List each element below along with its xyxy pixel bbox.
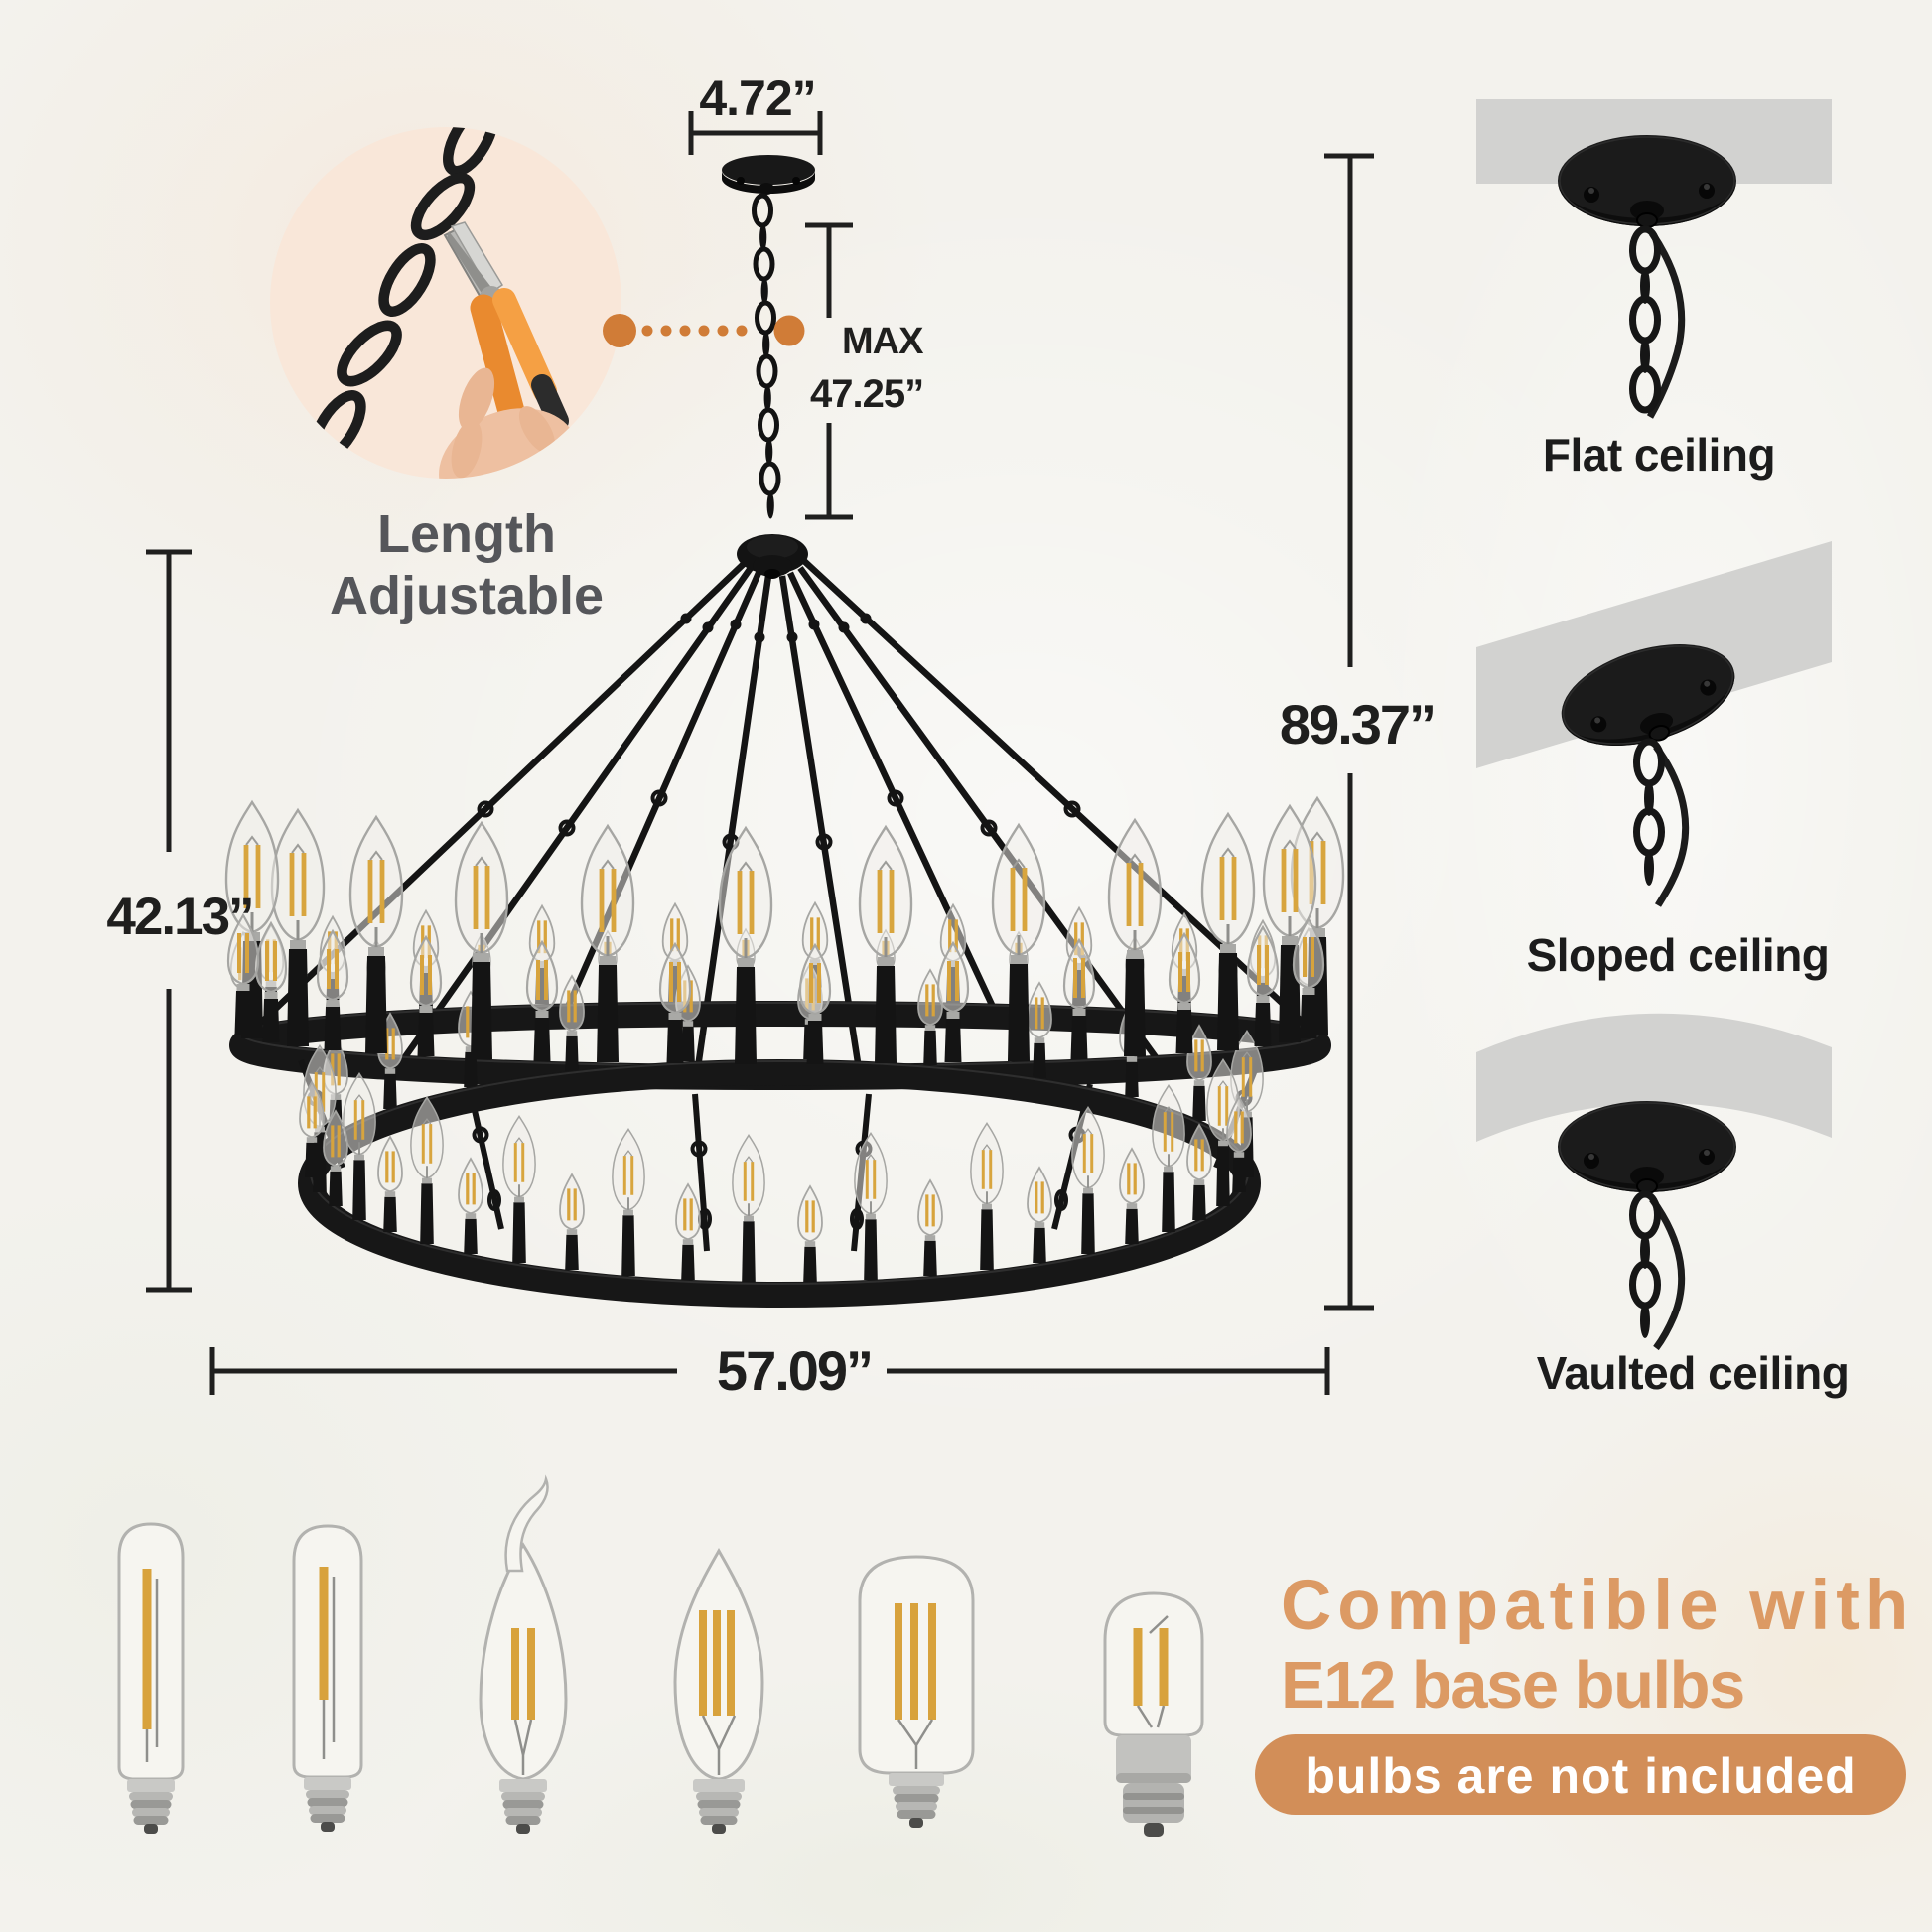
svg-text:Flat ceiling: Flat ceiling <box>1543 429 1775 481</box>
svg-text:bulbs are not included: bulbs are not included <box>1305 1748 1856 1804</box>
svg-text:47.25”: 47.25” <box>810 372 923 416</box>
svg-text:Adjustable: Adjustable <box>330 566 604 625</box>
svg-text:42.13”: 42.13” <box>106 888 252 946</box>
svg-text:MAX: MAX <box>842 321 924 362</box>
svg-text:Vaulted ceiling: Vaulted ceiling <box>1537 1347 1850 1399</box>
svg-text:57.09”: 57.09” <box>717 1339 872 1402</box>
svg-text:Sloped ceiling: Sloped ceiling <box>1527 929 1830 981</box>
svg-text:89.37”: 89.37” <box>1280 693 1435 756</box>
svg-text:Compatible with: Compatible with <box>1281 1567 1914 1645</box>
svg-text:4.72”: 4.72” <box>699 70 815 126</box>
svg-text:Length: Length <box>377 504 556 564</box>
svg-text:E12 base bulbs: E12 base bulbs <box>1281 1648 1744 1723</box>
